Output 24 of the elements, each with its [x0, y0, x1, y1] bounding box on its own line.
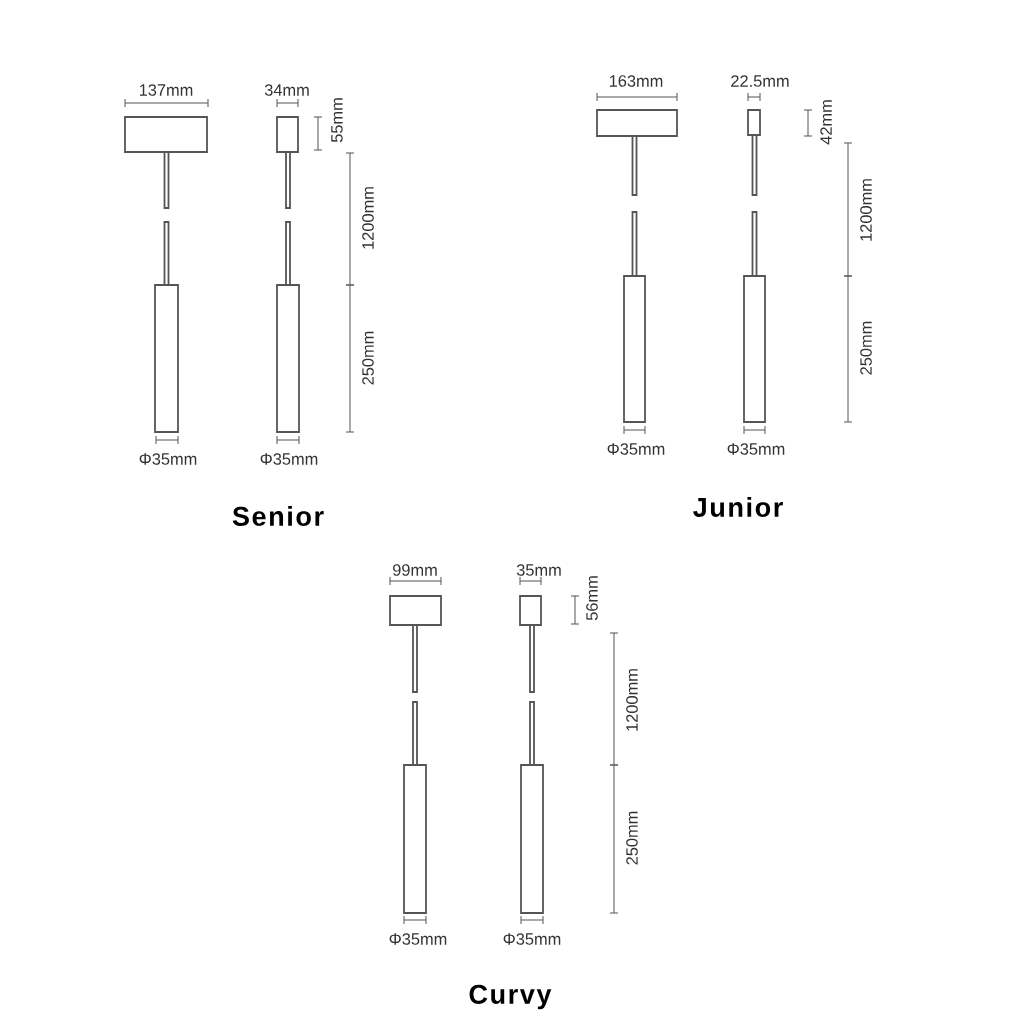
dimension-label: 56mm	[586, 576, 598, 621]
dimension-label: 99mm	[393, 564, 437, 576]
dimension-label: 42mm	[820, 100, 832, 145]
dimension-label: 250mm	[362, 331, 374, 385]
dimension-label: Φ35mm	[503, 933, 561, 945]
dimension-label: 250mm	[860, 321, 872, 375]
dimension-label: 35mm	[516, 564, 561, 576]
dimension-label: 137mm	[139, 84, 193, 96]
dimension-label: 163mm	[609, 75, 663, 87]
dimension-label: 34mm	[264, 84, 309, 96]
model-name: Senior	[232, 506, 324, 526]
dimension-label: 1200mm	[362, 187, 374, 249]
model-name: Curvy	[469, 984, 552, 1010]
dimension-label: 55mm	[331, 98, 343, 143]
dimension-label: 1200mm	[860, 179, 872, 241]
dimension-label: Φ35mm	[139, 453, 197, 465]
dimension-label: 1200mm	[626, 669, 638, 731]
dimension-label: Φ35mm	[607, 443, 665, 455]
dimension-label: Φ35mm	[389, 933, 447, 945]
model-name: Junior	[693, 497, 783, 517]
dimension-label: 22.5mm	[731, 75, 789, 87]
dimension-label: 250mm	[626, 811, 638, 865]
dimension-label: Φ35mm	[260, 453, 318, 465]
dimension-label: Φ35mm	[727, 443, 785, 455]
